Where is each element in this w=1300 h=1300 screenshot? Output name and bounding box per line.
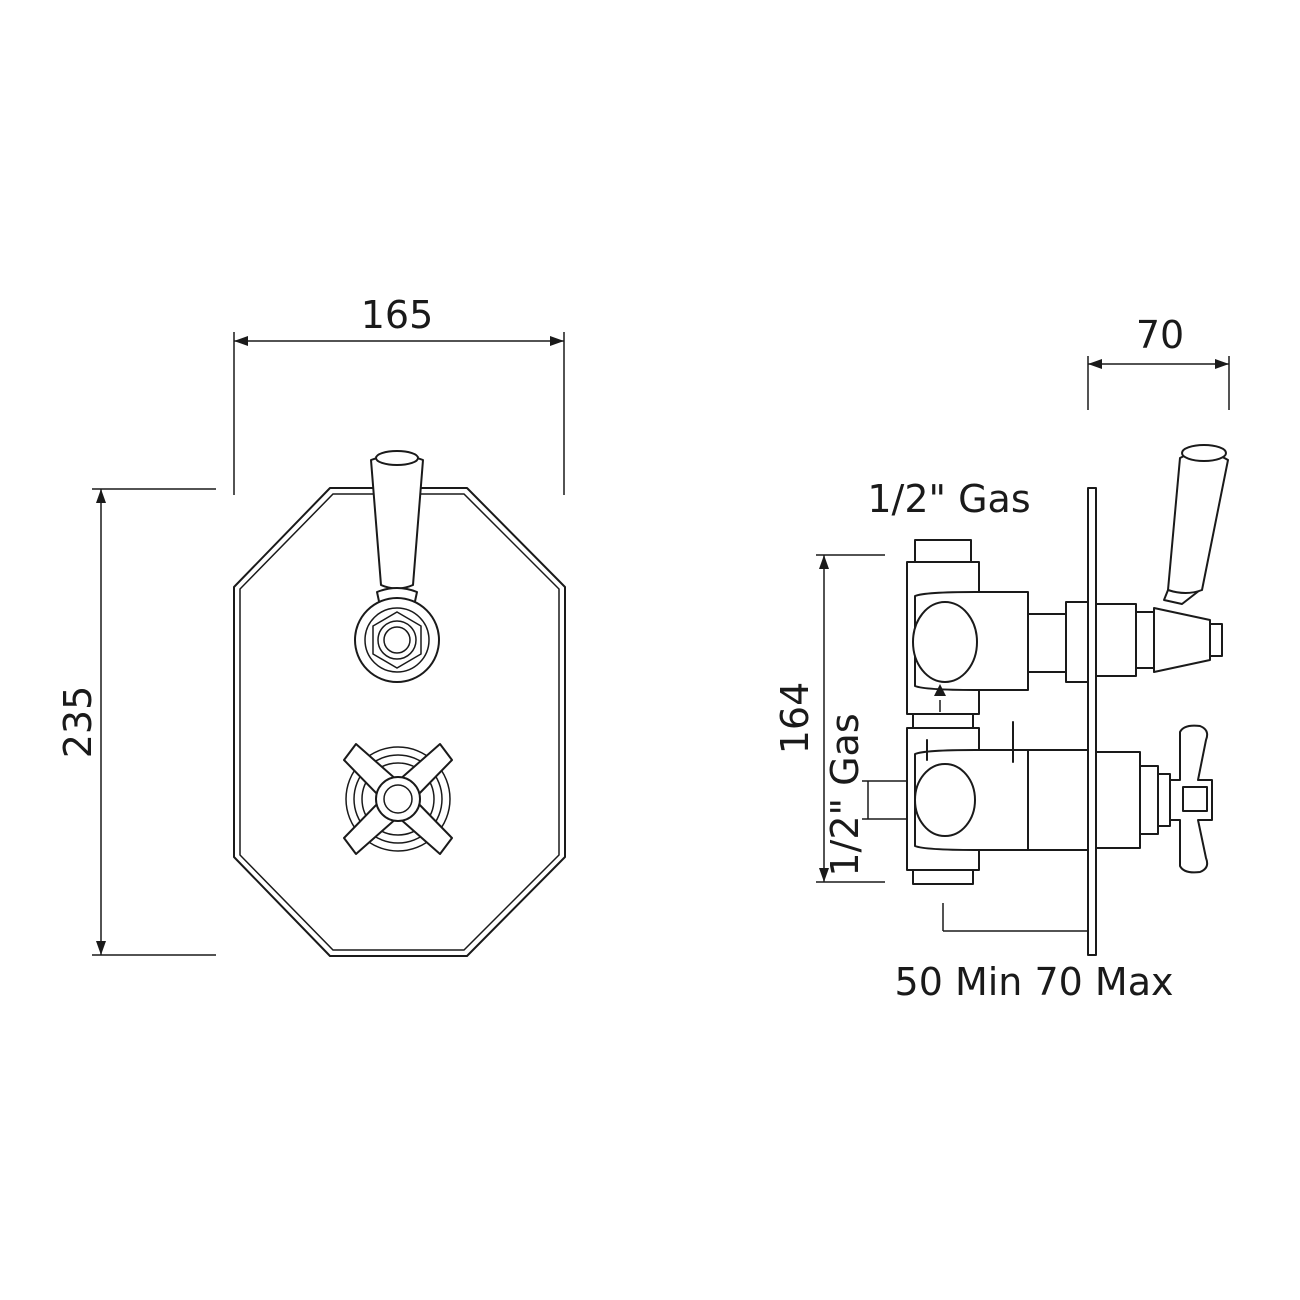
height-dimension: 235: [56, 488, 216, 956]
side-lever-handle: [1167, 444, 1229, 594]
upper-spindle: [1027, 581, 1223, 683]
cross-handle: [343, 743, 453, 855]
inlet-side-dimension: 1/2" Gas: [823, 713, 912, 877]
wall-depth-dimension: 50 Min 70 Max: [895, 903, 1174, 1004]
width-label: 165: [361, 293, 434, 337]
lever-handle: [370, 450, 424, 607]
wall-depth-label: 50 Min 70 Max: [895, 960, 1174, 1004]
side-view: 70 1/2" Gas 164 1/2" Gas 50 Min 70 Max: [773, 313, 1230, 1004]
flow-control-knob: [354, 597, 440, 683]
wall-plate: [1087, 487, 1097, 956]
height-label: 235: [56, 686, 100, 759]
inlet-top-label: 1/2" Gas: [867, 477, 1030, 521]
lower-spindle: [1027, 749, 1171, 851]
body-height-label: 164: [773, 682, 817, 755]
body-height-dimension: 164: [773, 554, 885, 883]
valve-body: [906, 539, 1029, 885]
side-cross-handle: [1169, 724, 1213, 874]
inlet-side-label: 1/2" Gas: [823, 713, 867, 876]
depth-label: 70: [1136, 313, 1184, 357]
depth-dimension: 70: [1087, 313, 1230, 410]
front-view: 165 235: [56, 293, 566, 957]
width-dimension: 165: [233, 293, 565, 495]
back-plate: [233, 487, 566, 957]
